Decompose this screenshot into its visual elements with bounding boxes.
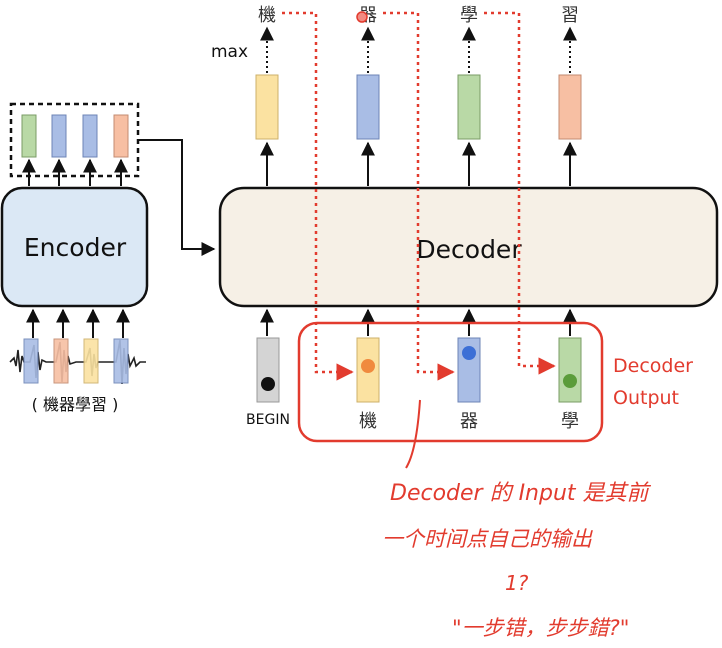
handwritten-note-line2: 一个时间点自己的输出 [382, 527, 593, 551]
decoder-input-begin [256, 337, 280, 403]
decoder-label: Decoder [416, 235, 522, 264]
handwritten-pointer-line [405, 399, 421, 469]
encoder-output-vectors [9, 102, 140, 178]
decoder-input-1 [356, 337, 380, 403]
max-label: max [211, 42, 248, 62]
decoder-output-label-line2: Output [613, 387, 679, 409]
output-char-4: 習 [561, 5, 579, 26]
output-char-1: 機 [258, 5, 276, 26]
red-pointer-dot [356, 11, 368, 23]
encoder-label: Encoder [24, 233, 127, 262]
encoder-input-arrows [26, 308, 130, 338]
decoder-output-vectors [255, 74, 582, 140]
encoder-up-arrows [22, 158, 128, 186]
input-char-1: 機 [359, 411, 377, 432]
encoder-to-decoder-arrow [138, 139, 216, 256]
decoder-input-2 [457, 337, 481, 403]
handwritten-note-line3: 1? [505, 571, 529, 595]
audio-waveform [9, 338, 146, 385]
input-char-2: 器 [460, 411, 478, 432]
input-char-3: 學 [561, 411, 579, 432]
handwritten-note-line4: "一步错，步步錯?" [452, 616, 629, 640]
decoder-to-output-arrows [260, 141, 577, 186]
feedback-dotted-paths [282, 11, 556, 381]
decoder-input-3 [558, 337, 582, 403]
encoder-block [0, 186, 149, 308]
decoder-output-highlight-box [297, 321, 604, 443]
decoder-block [218, 186, 719, 308]
decoder-output-label-line1: Decoder [613, 355, 693, 377]
begin-label: BEGIN [246, 412, 290, 428]
handwritten-note-line1: Decoder 的 Input 是其前 [390, 481, 652, 506]
output-char-3: 學 [460, 5, 478, 26]
encoder-input-caption: ( 機器學習 ) [32, 395, 119, 414]
